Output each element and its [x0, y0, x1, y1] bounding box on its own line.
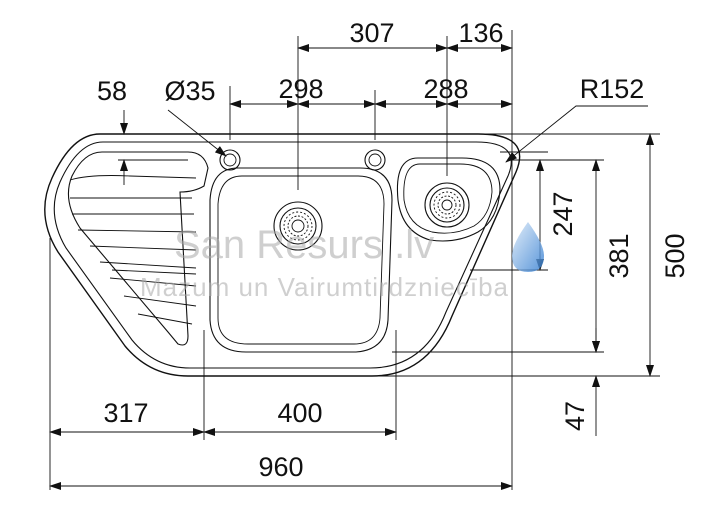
dimension-lines	[49, 44, 654, 490]
extension-lines	[49, 30, 660, 490]
main-bowl	[209, 167, 393, 353]
dim-136: 136	[458, 18, 503, 48]
dim-diameter-35: Ø35	[164, 76, 215, 106]
dim-960: 960	[258, 452, 303, 482]
dim-radius-152: R152	[580, 74, 645, 104]
watermark-brand: San Resurs .lv	[174, 223, 434, 267]
small-bowl	[396, 157, 501, 242]
dim-317: 317	[103, 398, 148, 428]
tap-hole-left	[219, 149, 241, 171]
dim-247: 247	[548, 191, 578, 236]
sink-outline	[44, 133, 521, 377]
dim-288: 288	[423, 74, 468, 104]
watermark-tagline: Mazum un Vairumtirdzniecība	[140, 272, 509, 302]
dim-298: 298	[278, 74, 323, 104]
dim-500: 500	[660, 233, 690, 278]
dim-307: 307	[349, 18, 394, 48]
dim-381: 381	[604, 233, 634, 278]
dimension-labels: 307 136 58 Ø35 298 288 R152 247 381 500 …	[97, 18, 690, 482]
strainer-icon-small-bowl	[424, 182, 470, 228]
dim-58: 58	[97, 76, 127, 106]
dim-47: 47	[560, 401, 590, 431]
dim-400: 400	[277, 398, 322, 428]
strainer-icon	[273, 201, 323, 251]
drainboard	[67, 151, 209, 346]
tap-hole-right	[364, 149, 386, 171]
watermark: San Resurs .lv Mazum un Vairumtirdzniecī…	[140, 222, 544, 302]
water-drop-icon	[512, 222, 544, 272]
